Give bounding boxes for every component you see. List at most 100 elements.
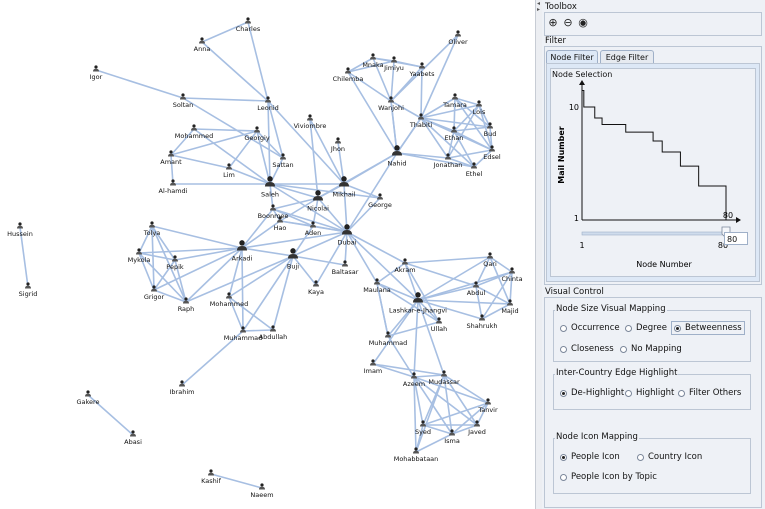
graph-node-tamara[interactable]: Tamara: [442, 93, 467, 109]
radio-de-highlight-dot[interactable]: [560, 389, 567, 397]
graph-node-mudassar[interactable]: Mudassar: [428, 370, 460, 386]
graph-node-yaabets[interactable]: Yaabets: [408, 62, 435, 78]
graph-node-maulana[interactable]: Maulana: [363, 278, 391, 294]
graph-node-muhammad[interactable]: Muhammad: [224, 326, 263, 342]
graph-node-chinta[interactable]: Chinta: [501, 267, 523, 283]
radio-occurrence-dot[interactable]: [560, 324, 567, 332]
graph-node-naeem[interactable]: Naeem: [250, 483, 274, 499]
radio-filter-others-dot[interactable]: [678, 389, 685, 397]
graph-node-majid[interactable]: Majid: [501, 299, 519, 315]
splitter-arrows-icon[interactable]: ◂▸: [537, 0, 541, 13]
graph-node-ibrahim[interactable]: Ibrahim: [170, 380, 195, 396]
graph-node-oliver[interactable]: Oliver: [448, 30, 468, 46]
graph-node-pepik[interactable]: Pepik: [166, 255, 184, 271]
graph-node-kaya[interactable]: Kaya: [308, 280, 324, 296]
graph-node-soltan[interactable]: Soltan: [173, 93, 194, 109]
radio-highlight-dot[interactable]: [625, 389, 632, 397]
node-slider-track[interactable]: [581, 231, 727, 236]
radio-degree[interactable]: Degree: [625, 323, 667, 333]
zoom-fit-icon[interactable]: ◉: [578, 16, 588, 29]
graph-node-ethel[interactable]: Ethel: [466, 162, 483, 178]
graph-node-abdul[interactable]: Abdul: [467, 281, 486, 297]
graph-node-anna[interactable]: Anna: [194, 37, 211, 53]
radio-people-icon[interactable]: People Icon: [560, 452, 620, 462]
zoom-out-icon[interactable]: ⊖: [563, 16, 573, 29]
graph-node-sattan[interactable]: Sattan: [272, 153, 294, 169]
tab-edge-filter[interactable]: Edge Filter: [600, 50, 654, 64]
graph-node-muhammad[interactable]: Muhammad: [369, 331, 408, 347]
graph-node-thabiti[interactable]: Thabiti: [409, 113, 433, 129]
graph-node-buji[interactable]: Buji: [287, 248, 299, 271]
graph-node-charles[interactable]: Charles: [236, 17, 261, 33]
graph-node-imam[interactable]: Imam: [364, 359, 383, 375]
graph-node-george[interactable]: George: [368, 193, 392, 209]
tab-node-filter[interactable]: Node Filter: [546, 50, 598, 64]
graph-node-amant[interactable]: Amant: [160, 150, 182, 166]
graph-node-abdullah[interactable]: Abdullah: [259, 325, 288, 341]
graph-node-lim[interactable]: Lim: [223, 163, 235, 179]
graph-node-nahid[interactable]: Nahid: [388, 145, 407, 168]
graph-node-gakere[interactable]: Gakere: [76, 390, 100, 406]
graph-node-hussein[interactable]: Hussein: [7, 222, 33, 238]
graph-node-mohammed[interactable]: Mohammed: [210, 292, 248, 308]
graph-node-lois[interactable]: Lois: [473, 100, 486, 116]
graph-node-georgiy[interactable]: Georgiy: [244, 126, 270, 142]
graph-node-mykola[interactable]: Mykola: [128, 248, 151, 264]
graph-node-qari[interactable]: Qari: [483, 252, 497, 268]
graph-node-viviombre[interactable]: Viviombre: [294, 114, 327, 130]
graph-node-ethan[interactable]: Ethan: [445, 126, 464, 142]
graph-node-edsel[interactable]: Edsel: [483, 145, 501, 161]
graph-node-syed[interactable]: Syed: [415, 420, 431, 436]
zoom-in-icon[interactable]: ⊕: [548, 16, 558, 29]
graph-node-aden[interactable]: Aden: [305, 221, 322, 237]
graph-node-isma[interactable]: Isma: [444, 429, 460, 445]
graph-node-kashif[interactable]: Kashif: [201, 469, 222, 485]
graph-node-wanjohi[interactable]: Wanjohi: [378, 96, 404, 112]
radio-closeness-dot[interactable]: [560, 345, 567, 353]
graph-node-raph[interactable]: Raph: [178, 297, 195, 313]
radio-de-highlight[interactable]: De-Highlight: [560, 388, 624, 398]
graph-node-jhon[interactable]: Jhon: [330, 137, 345, 153]
radio-occurrence[interactable]: Occurrence: [560, 323, 620, 333]
radio-people-icon-by-topic[interactable]: People Icon by Topic: [560, 472, 657, 482]
radio-no-mapping[interactable]: No Mapping: [620, 344, 682, 354]
graph-node-mikhail[interactable]: Mikhail: [333, 176, 356, 199]
radio-highlight[interactable]: Highlight: [625, 388, 674, 398]
graph-node-saleh[interactable]: Saleh: [261, 176, 279, 199]
radio-betweenness[interactable]: Betweenness: [671, 321, 745, 335]
radio-people-icon-by-topic-dot[interactable]: [560, 473, 567, 481]
radio-filter-others[interactable]: Filter Others: [678, 388, 741, 398]
graph-node-boonmee[interactable]: Boonmee: [258, 204, 289, 220]
graph-node-ullah[interactable]: Ullah: [431, 317, 447, 333]
graph-node-grigor[interactable]: Grigor: [144, 285, 165, 301]
graph-node-bud[interactable]: Bud: [484, 122, 497, 138]
radio-no-mapping-dot[interactable]: [620, 345, 627, 353]
radio-country-icon[interactable]: Country Icon: [637, 452, 702, 462]
radio-closeness[interactable]: Closeness: [560, 344, 614, 354]
graph-node-nicolai[interactable]: Nicolai: [307, 190, 329, 213]
graph-node-igor[interactable]: Igor: [90, 65, 103, 81]
graph-node-akram[interactable]: Akram: [394, 258, 416, 274]
radio-betweenness-dot[interactable]: [674, 324, 681, 332]
graph-node-mohammed[interactable]: Mohammed: [175, 124, 213, 140]
slider-value-field[interactable]: 80: [724, 232, 748, 245]
radio-degree-dot[interactable]: [625, 324, 632, 332]
graph-node-chilemba[interactable]: Chilemba: [333, 67, 364, 83]
graph-node-al-hamdi[interactable]: Al-hamdi: [159, 179, 188, 195]
radio-country-icon-dot[interactable]: [637, 453, 644, 461]
graph-node-hao[interactable]: Hao: [274, 216, 287, 232]
graph-node-sigrid[interactable]: Sigrid: [19, 282, 38, 298]
graph-node-mnaka[interactable]: Mnaka: [362, 53, 384, 69]
graph-node-lashkar-e-jhangvi[interactable]: Lashkar-e-Jhangvi: [389, 292, 447, 315]
graph-node-jimiyu[interactable]: Jimiyu: [383, 56, 404, 72]
graph-node-mohabbataan[interactable]: Mohabbataan: [394, 447, 439, 463]
graph-node-azeem[interactable]: Azeem: [403, 372, 425, 388]
graph-node-dubai[interactable]: Dubai: [337, 224, 357, 247]
graph-node-javed[interactable]: Javed: [467, 420, 486, 436]
graph-node-shahrukh[interactable]: Shahrukh: [466, 314, 498, 330]
graph-node-leonid[interactable]: Leonid: [257, 96, 279, 112]
graph-node-jonathan[interactable]: Jonathan: [433, 153, 463, 169]
graph-node-tanvir[interactable]: Tanvir: [477, 398, 498, 414]
